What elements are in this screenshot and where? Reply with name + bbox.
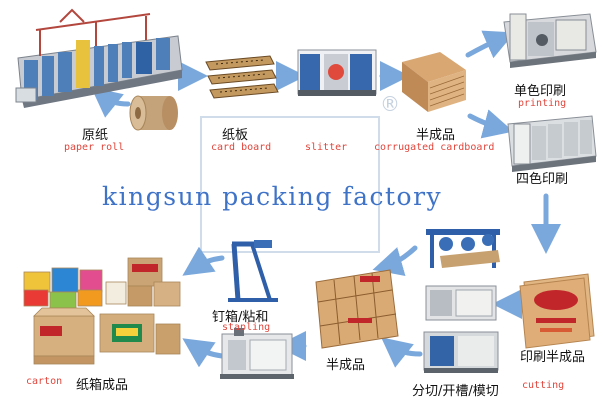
arrow-stapler-to-carton — [182, 246, 225, 276]
page-title: kingsun packing factory — [102, 182, 443, 211]
label-mono-print-en: printing — [518, 98, 567, 109]
label-corrugated-cn: 半成品 — [416, 128, 456, 143]
label-paper-roll-cn: 原纸 — [82, 128, 109, 143]
label-paper-roll-en: paper roll — [64, 142, 125, 153]
registered-mark: ® — [380, 92, 400, 116]
arrow-diecut-to-stapler — [372, 245, 418, 277]
label-cutting-cn: 分切/开槽/模切 — [412, 384, 499, 399]
label-carton-en: carton — [26, 376, 63, 387]
label-stapling-en: stapling — [222, 322, 271, 333]
label-carton-cn: 纸箱成品 — [76, 378, 129, 393]
label-four-color-cn: 四色印刷 — [516, 172, 569, 187]
arrow-cutting-to-semi — [381, 337, 423, 368]
label-cutting-en: cutting — [522, 380, 565, 391]
watermark-frame — [200, 116, 380, 253]
label-slitter-en: slitter — [305, 142, 348, 153]
arrow-semi-to-mono-print — [465, 30, 515, 59]
label-semi-finished-cn: 半成品 — [326, 358, 366, 373]
label-printed-semi-cn: 印刷半成品 — [520, 350, 586, 365]
label-corrugated-en: corrugated cardboard — [374, 142, 495, 153]
label-card-board-en: card board — [211, 142, 272, 153]
label-mono-print-cn: 单色印刷 — [514, 84, 567, 99]
arrow-folder-to-carton — [182, 338, 225, 368]
label-card-board-cn: 纸板 — [222, 128, 249, 143]
arrow-roll-to-corrugator — [91, 87, 131, 118]
label-stapling-cn: 钉箱/粘和 — [212, 310, 269, 325]
arrow-semi-to-four-color — [467, 109, 514, 139]
